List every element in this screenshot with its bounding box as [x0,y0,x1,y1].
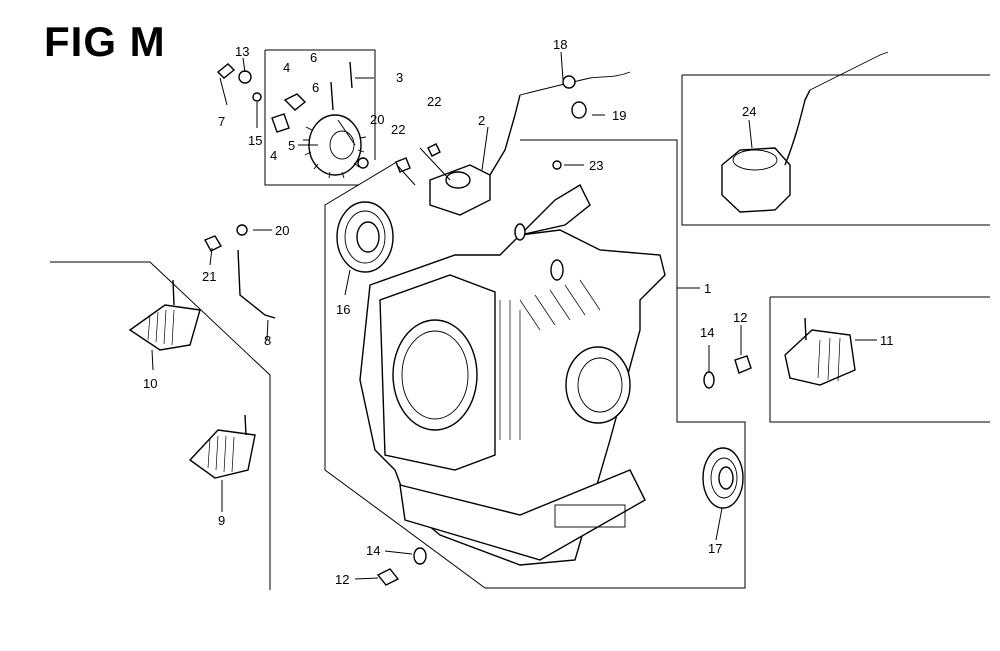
callout-23: 23 [589,158,603,173]
callout-9: 9 [218,513,225,528]
breather-tube [204,224,276,319]
oil-seal [702,447,744,509]
callout-4b: 4 [270,148,277,163]
callout-10: 10 [143,376,157,391]
callout-4a: 4 [283,60,290,75]
callout-15: 15 [248,133,262,148]
callout-12b: 12 [335,572,349,587]
crankcase [359,184,666,566]
callout-20b: 20 [275,223,289,238]
callout-22a: 22 [427,94,441,109]
callout-7: 7 [218,114,225,129]
breather-switch [721,51,889,213]
callout-12a: 12 [733,310,747,325]
callout-2: 2 [478,113,485,128]
callout-22b: 22 [391,122,405,137]
callout-24: 24 [742,104,756,119]
callout-17: 17 [708,541,722,556]
callout-16: 16 [336,302,350,317]
bearing [336,201,394,273]
callout-8: 8 [264,333,271,348]
callout-3: 3 [396,70,403,85]
leader-lines [151,51,877,580]
callout-14a: 14 [700,325,714,340]
callout-13: 13 [235,44,249,59]
figure-title: FIG M [44,18,166,65]
callout-21: 21 [202,269,216,284]
group-outlines [50,49,990,590]
oil-sensor [429,71,631,216]
fasteners [376,143,752,586]
oil-pump-small-parts [216,61,353,133]
callout-6b: 6 [312,80,319,95]
callout-14b: 14 [366,543,380,558]
callout-labels: 1 2 3 4 4 5 6 6 7 8 9 10 11 12 12 13 14 … [143,37,894,587]
callout-19: 19 [612,108,626,123]
oil-pump-gear [303,114,369,179]
callout-18: 18 [553,37,567,52]
callout-1: 1 [704,281,711,296]
callout-11: 11 [880,333,894,348]
callout-6a: 6 [310,50,317,65]
callout-5: 5 [288,138,295,153]
callout-20a: 20 [370,112,384,127]
engine-mounts [128,279,856,479]
